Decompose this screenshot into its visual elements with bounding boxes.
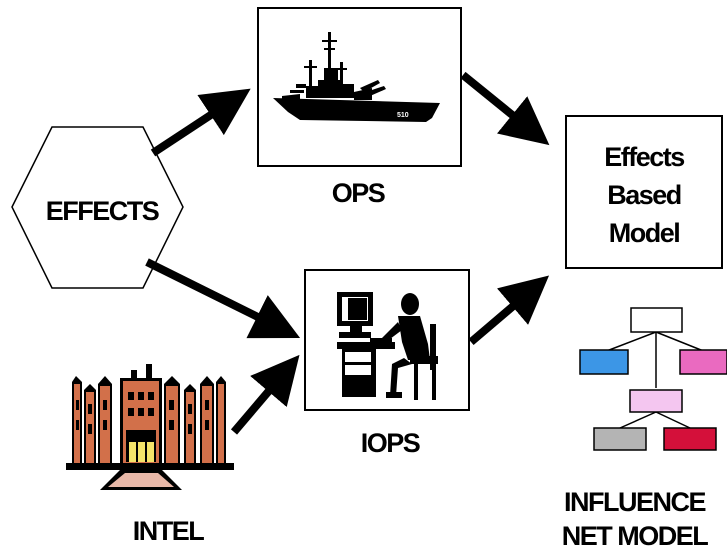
influence-line-1: INFLUENCE: [564, 487, 707, 517]
arrow-effects-to-ops: [150, 88, 251, 157]
model-line-2: Based: [607, 180, 682, 210]
arrow-iops-to-model: [468, 275, 550, 346]
warship-icon: [273, 32, 440, 122]
arrow-intel-to-iops: [230, 354, 300, 435]
influence-line-2: NET MODEL: [561, 521, 709, 551]
influence-node-left: [579, 349, 629, 375]
influence-node-top: [630, 307, 683, 333]
model-line-1: Effects: [604, 142, 685, 172]
influence-net-model-label: INFLUENCE NET MODEL: [542, 485, 727, 553]
arrows: [145, 71, 550, 435]
effects-label: EFFECTS: [45, 196, 160, 226]
influence-node-bottom-left: [593, 427, 647, 451]
intel-label: INTEL: [132, 516, 205, 546]
arrow-effects-to-iops: [145, 258, 301, 339]
effects-based-model-label: Effects Based Model: [565, 138, 723, 252]
influence-node-middle: [629, 389, 683, 413]
influence-node-right: [679, 349, 727, 375]
influence-node-bottom-right: [663, 427, 717, 451]
intel-building-icon: [66, 364, 234, 490]
influence-net-graph: [579, 307, 727, 451]
computer-operator-icon: [337, 292, 438, 400]
ship-hull-number: 510: [397, 112, 409, 119]
iops-label: IOPS: [360, 428, 421, 458]
model-line-3: Model: [608, 218, 681, 248]
arrow-ops-to-model: [460, 71, 550, 146]
effects-hexagon: [11, 126, 184, 289]
ops-box: [257, 7, 462, 167]
effects-based-model-box: [565, 115, 723, 269]
ops-label: OPS: [331, 178, 386, 208]
